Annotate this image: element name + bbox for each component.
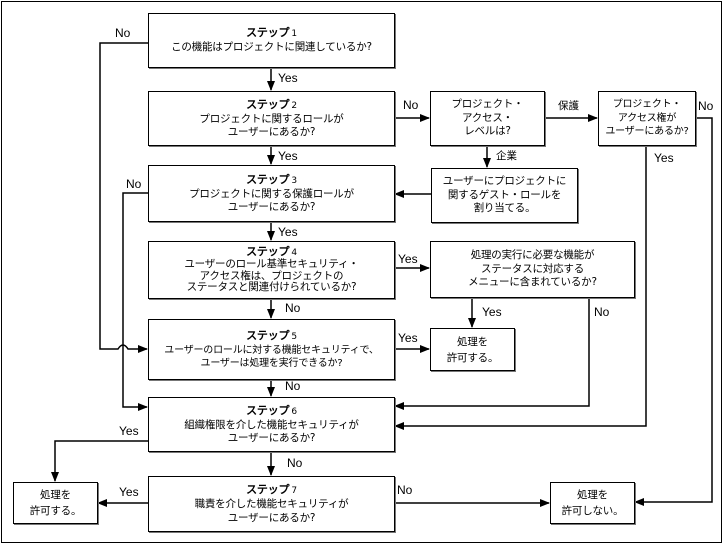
label-s5-yes: Yes	[398, 331, 418, 345]
guest-role-text-2: 関するゲスト・ロールを	[447, 188, 562, 201]
step-4-text-3: ステータスと関連付けられているか?	[186, 281, 357, 294]
label-s3-yes: Yes	[278, 225, 298, 239]
access-level-text-1: プロジェクト・	[451, 98, 524, 111]
access-right-text-1: プロジェクト・	[612, 99, 682, 111]
deny-text-2: 許可しない。	[561, 505, 624, 517]
access-level-box: プロジェクト・ アクセス・ レベルは?	[430, 91, 545, 146]
step-3-text-2: ユーザーにあるか?	[227, 201, 316, 213]
label-s1-yes: Yes	[278, 71, 298, 85]
edge-menu-no	[394, 297, 590, 410]
permit-left-text-1: 処理を	[40, 489, 71, 501]
step-1-text: この機能はプロジェクトに関連しているか?	[171, 41, 372, 54]
step-3-text-1: プロジェクトに関する保護ロールが	[189, 187, 354, 200]
access-level-text-2: アクセス・	[462, 111, 513, 124]
access-right-text-3: ユーザーにあるか?	[605, 126, 689, 138]
access-right-box: プロジェクト・ アクセス権が ユーザーにあるか?	[598, 91, 696, 146]
label-right-yes: Yes	[654, 151, 674, 165]
step-7-text-2: ユーザーにあるか?	[227, 511, 316, 524]
edge-s3-no	[122, 192, 148, 411]
permit-mid-box: 処理を 許可する。	[430, 328, 515, 371]
label-level-enterprise: 企業	[496, 150, 517, 162]
access-right-text-2: アクセス権が	[617, 112, 677, 124]
step-4-text-1: ユーザーのロール基準セキュリティ・	[184, 258, 359, 271]
permit-left-box: 処理を 許可する。	[13, 482, 98, 524]
menu-check-text-1: 処理の実行に必要な機能が	[470, 249, 595, 262]
label-s5-no: No	[285, 379, 301, 393]
menu-check-text-2: ステータスに対応する	[481, 262, 584, 275]
guest-role-text-1: ユーザーにプロジェクトに	[442, 175, 567, 188]
step-2-text-1: プロジェクトに関するロールが	[199, 112, 344, 125]
menu-check-text-3: メニューに含まれているか?	[468, 276, 597, 289]
step-2-text-2: ユーザーにあるか?	[227, 126, 316, 138]
menu-check-box: 処理の実行に必要な機能が ステータスに対応する メニューに含まれているか?	[430, 241, 635, 298]
step-7-text-1: 職責を介した機能セキュリティが	[194, 498, 349, 510]
label-s4-yes: Yes	[398, 252, 418, 266]
permit-left-text-2: 許可する。	[29, 505, 82, 517]
step-4-text-2: アクセス権は、プロジェクトの	[199, 269, 344, 282]
permit-mid-text-2: 許可する。	[446, 351, 499, 364]
deny-text-1: 処理を	[577, 489, 608, 501]
label-right-no: No	[698, 99, 714, 113]
edge-s1-no	[99, 42, 148, 353]
label-s3-no: No	[126, 177, 142, 191]
step-5-text-1: ユーザーのロールに対する機能セキュリティで、	[164, 344, 379, 356]
edge-right-no	[634, 117, 713, 506]
label-menu-no: No	[594, 305, 610, 319]
deny-box: 処理を 許可しない。	[550, 482, 635, 524]
label-s7-no: No	[397, 483, 413, 497]
label-s1-no: No	[115, 26, 131, 40]
label-menu-yes: Yes	[482, 305, 502, 319]
label-s2-yes: Yes	[278, 149, 298, 163]
step-6-text-2: ユーザーにあるか?	[227, 432, 316, 444]
guest-role-box: ユーザーにプロジェクトに 関するゲスト・ロールを 割り当てる。	[431, 168, 578, 223]
label-s6-yes: Yes	[119, 424, 139, 438]
edge-right-yes	[394, 145, 647, 430]
guest-role-text-3: 割り当てる。	[473, 202, 536, 215]
label-s2-no: No	[403, 98, 419, 112]
label-s4-no: No	[285, 301, 301, 315]
step-5-text-2: ユーザーは処理を実行できるか?	[200, 358, 343, 369]
step-6-text-1: 組織権限を介した機能セキュリティが	[184, 418, 359, 431]
edge-s6-yes	[51, 440, 148, 482]
label-level-protected: 保護	[558, 100, 579, 112]
label-s7-yes: Yes	[119, 485, 139, 499]
permit-mid-text-1: 処理を	[457, 335, 488, 348]
label-s6-no: No	[287, 456, 303, 470]
access-level-text-3: レベルは?	[464, 125, 511, 138]
